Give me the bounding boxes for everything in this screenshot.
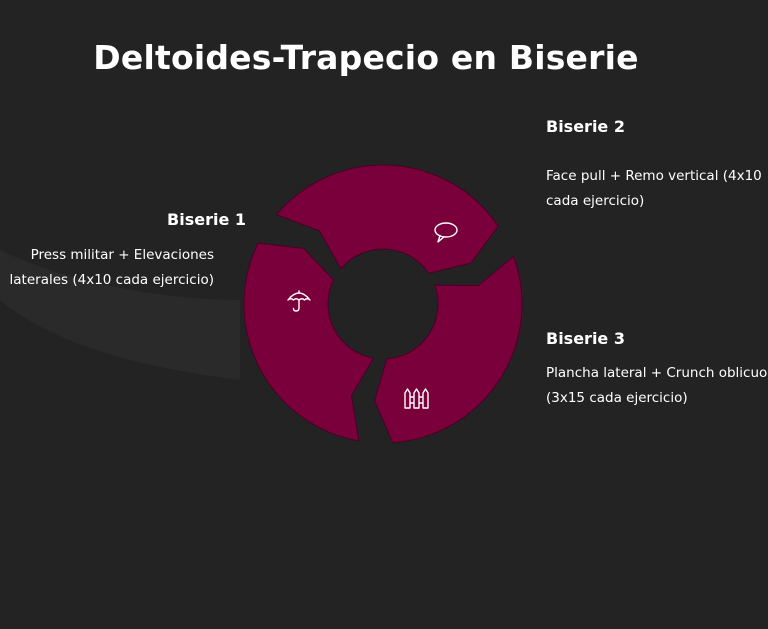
step-3-line-1: Plancha lateral + Crunch oblicuo bbox=[546, 365, 768, 381]
cycle-segment-3 bbox=[374, 255, 523, 444]
step-2-description: Face pull + Remo vertical (4x10 cada eje… bbox=[546, 164, 768, 214]
step-2-line-2: cada ejercicio) bbox=[546, 193, 645, 209]
step-3-line-2: (3x15 cada ejercicio) bbox=[546, 390, 688, 406]
umbrella-icon bbox=[287, 290, 311, 312]
cycle-diagram bbox=[243, 164, 523, 444]
step-2-heading: Biserie 2 bbox=[546, 117, 625, 136]
step-1-heading: Biserie 1 bbox=[167, 210, 246, 229]
step-1-line-1: Press militar + Elevaciones bbox=[30, 247, 214, 263]
cycle-segment-1 bbox=[243, 242, 375, 442]
cycle-segment-2 bbox=[275, 164, 499, 274]
step-1-line-2: laterales (4x10 cada ejercicio) bbox=[9, 272, 214, 288]
slide-title: Deltoides-Trapecio en Biserie bbox=[93, 38, 639, 77]
cycle-segments bbox=[243, 164, 523, 444]
step-2-line-1: Face pull + Remo vertical (4x10 bbox=[546, 168, 762, 184]
speech-bubble-icon bbox=[434, 222, 458, 243]
step-3-heading: Biserie 3 bbox=[546, 329, 625, 348]
fence-icon bbox=[404, 388, 429, 409]
step-3-description: Plancha lateral + Crunch oblicuo (3x15 c… bbox=[546, 361, 768, 411]
step-1-description: Press militar + Elevaciones laterales (4… bbox=[10, 243, 214, 293]
